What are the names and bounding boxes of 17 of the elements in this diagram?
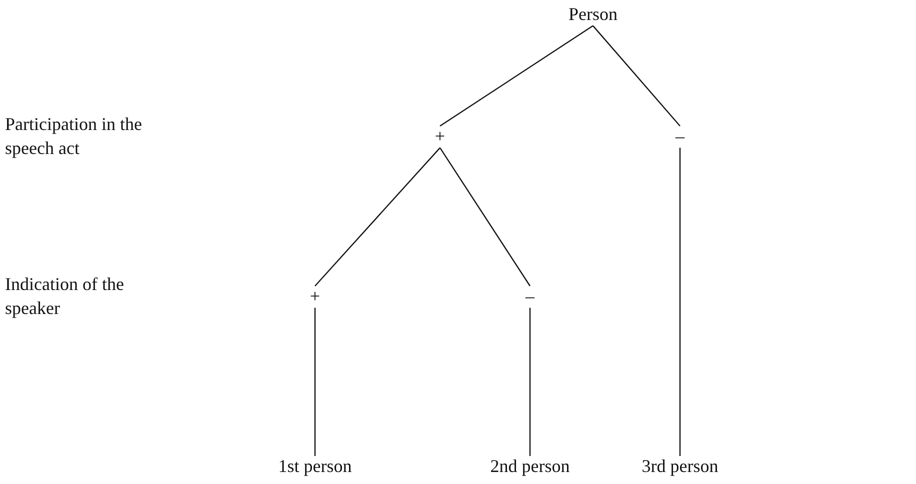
tree-branch-line (592, 25, 680, 126)
tree-branch-line (679, 148, 681, 456)
feature-value: + (434, 126, 446, 146)
tree-branch-line (314, 308, 316, 456)
tree-branch-line (314, 147, 440, 286)
tree-node-label: 2nd person (490, 456, 570, 476)
tree-branch-line (440, 147, 530, 286)
tree-branch-line (529, 308, 531, 456)
feature-label: Indication of the speaker (5, 273, 125, 320)
tree-node-label: 1st person (278, 456, 352, 476)
feature-value: – (526, 286, 534, 306)
tree-node-label: Person (568, 4, 618, 24)
tree-branch-line (440, 25, 594, 126)
feature-value: + (310, 286, 320, 306)
feature-value: – (676, 126, 684, 146)
feature-label: Participation in the speech act (5, 113, 143, 160)
tree-node-label: 3rd person (642, 456, 718, 476)
